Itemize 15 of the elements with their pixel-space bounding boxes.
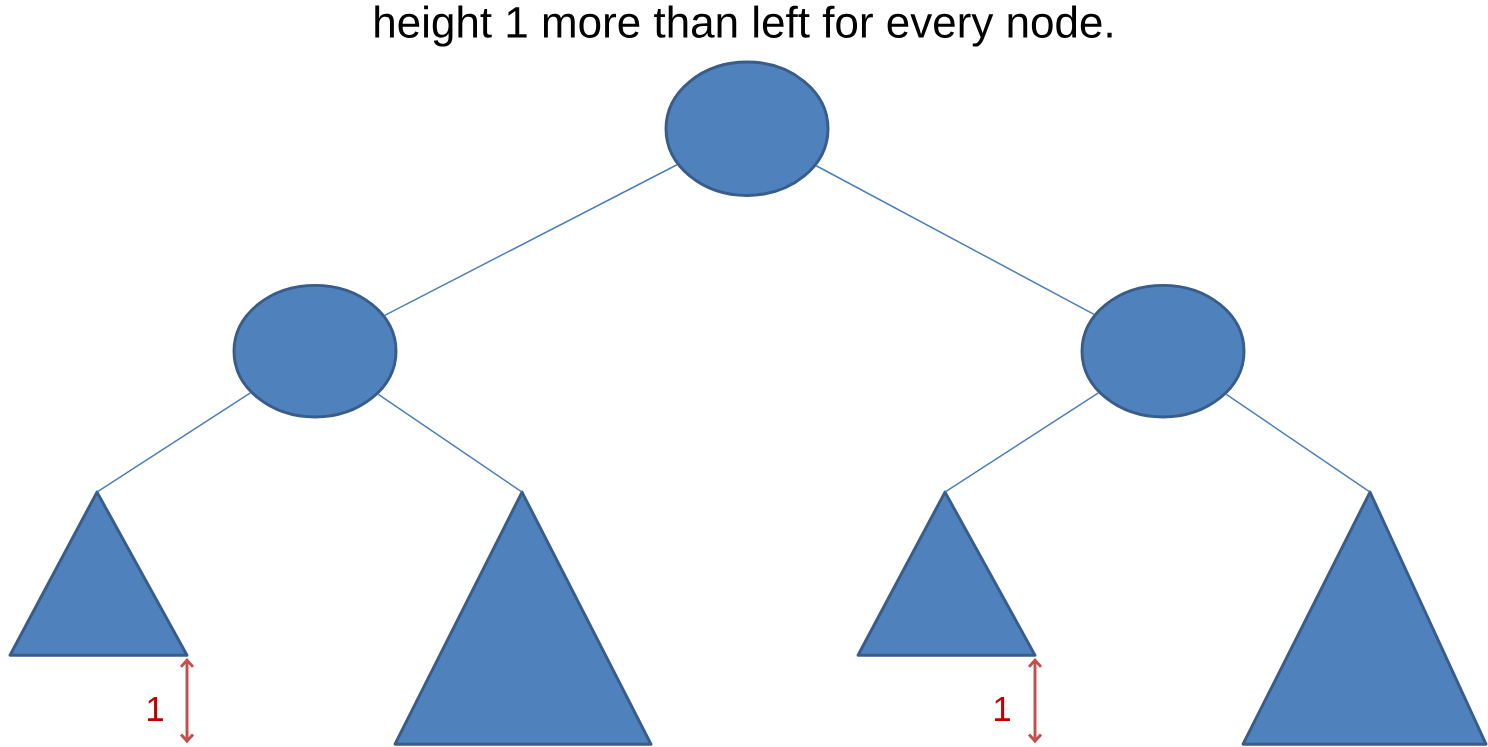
tree-edge — [96, 392, 252, 493]
tree-edge — [1225, 393, 1371, 493]
tree-node-circle — [664, 60, 830, 197]
dimension-label: 1 — [148, 697, 163, 721]
tree-node-circle — [232, 283, 398, 419]
subtree-triangle — [393, 490, 653, 746]
tree-edge — [815, 165, 1095, 316]
subtree-triangle — [8, 490, 189, 657]
subtree-triangle — [856, 490, 1037, 657]
subtree-triangle — [1241, 490, 1488, 746]
tree-edge — [377, 393, 523, 493]
tree-edge — [944, 392, 1100, 493]
dimension-label: 1 — [995, 697, 1010, 721]
tree-edge — [384, 164, 678, 317]
tree-node-circle — [1080, 283, 1246, 419]
